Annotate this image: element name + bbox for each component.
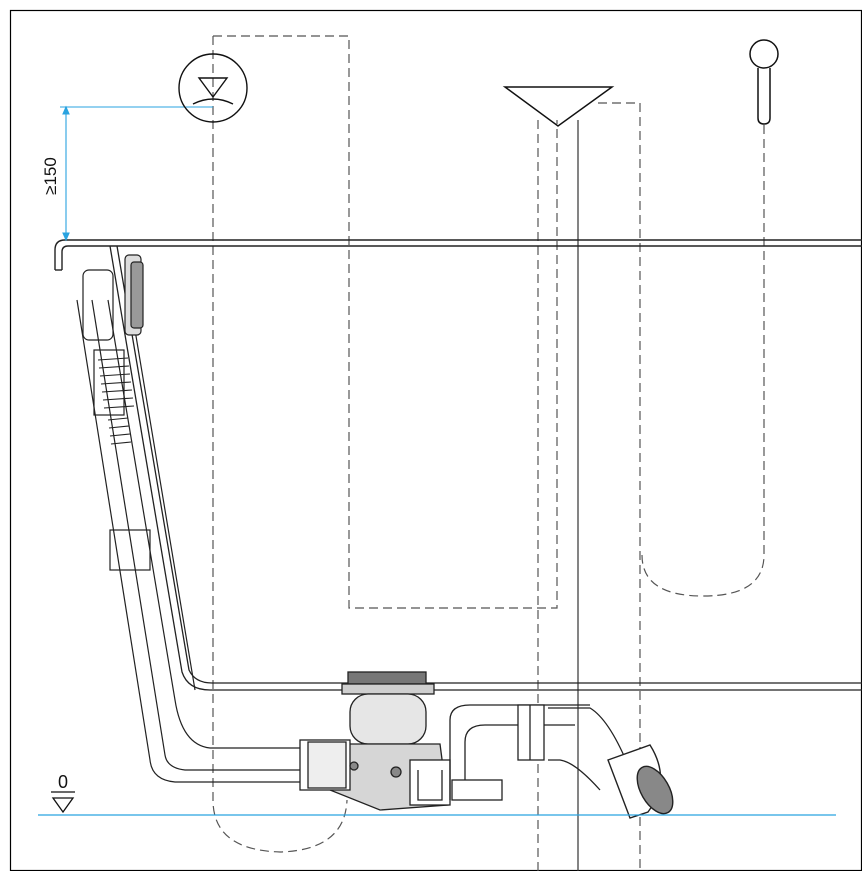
bathtub-shell [109, 245, 862, 691]
drawing-frame [9, 9, 862, 872]
waste-end-cap [607, 744, 674, 819]
overflow-pipe [76, 269, 300, 783]
drain-body [299, 671, 451, 811]
rim-height-dimension [60, 105, 213, 242]
water-level-icon [178, 53, 248, 123]
floor-level-marker: 0 [51, 772, 75, 814]
level-triangle-icon [51, 797, 75, 814]
overflow-funnel-icon [502, 86, 615, 127]
hidden-outlines [212, 35, 765, 871]
overflow-spring [97, 357, 135, 445]
overflow-rosette [124, 254, 144, 336]
dimension-label: ≥150 [41, 157, 60, 195]
hand-shower-hose [641, 125, 765, 597]
shower-return-outline [598, 102, 641, 871]
waste-pipe [449, 704, 631, 801]
person-silhouette-outline [213, 35, 558, 609]
hand-shower-icon [749, 39, 779, 125]
person-leg-outline [212, 36, 348, 853]
floor-level-label: 0 [58, 772, 68, 792]
bathtub-rim [54, 239, 862, 271]
